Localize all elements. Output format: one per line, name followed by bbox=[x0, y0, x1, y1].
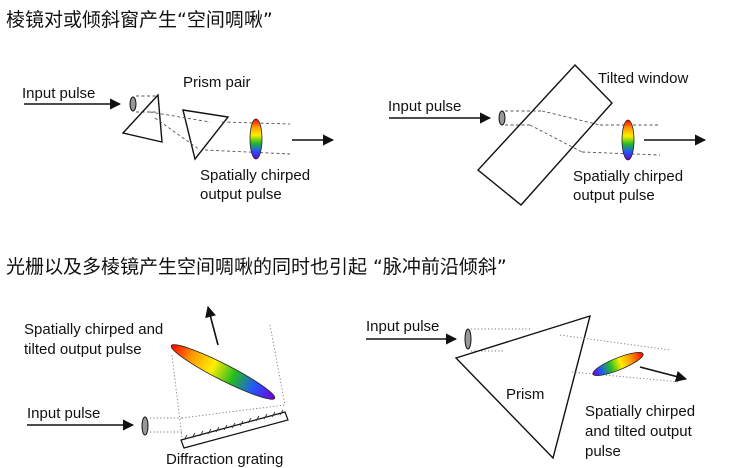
input-pulse-label: Input pulse bbox=[22, 85, 95, 102]
prism-pair-label: Prism pair bbox=[183, 74, 251, 91]
beam-line bbox=[541, 110, 601, 126]
input-pulse-disc bbox=[464, 328, 472, 350]
prism-label: Prism bbox=[506, 386, 544, 403]
grating-grooves bbox=[183, 409, 284, 441]
output-label: output pulse bbox=[573, 187, 655, 204]
output-label: tilted output pulse bbox=[24, 341, 142, 358]
beam-line bbox=[181, 404, 286, 419]
beam-line bbox=[581, 151, 661, 156]
tilted-window-label: Tilted window bbox=[598, 70, 688, 87]
input-pulse-label: Input pulse bbox=[388, 98, 461, 115]
chirped-tilted-pulse bbox=[170, 344, 276, 400]
output-label: Spatially chirped and bbox=[24, 321, 163, 338]
panel-grating: Spatially chirped and tilted output puls… bbox=[24, 305, 289, 468]
prism bbox=[454, 314, 591, 460]
prism-2 bbox=[182, 109, 230, 161]
diffraction-grating bbox=[180, 411, 289, 449]
output-label: Spatially chirped bbox=[200, 167, 310, 184]
input-pulse-label: Input pulse bbox=[366, 318, 439, 335]
caption-top: 棱镜对或倾斜窗产生“空间啁啾” bbox=[6, 9, 273, 31]
chirped-pulse bbox=[249, 118, 263, 160]
beam-line bbox=[571, 371, 681, 383]
input-pulse-label: Input pulse bbox=[27, 405, 100, 422]
diffracted-direction-arrow bbox=[205, 305, 219, 346]
panel-prism: Input pulse Prism Spatially chirped and … bbox=[366, 314, 695, 460]
chirped-tilted-pulse bbox=[592, 352, 644, 376]
input-pulse-disc bbox=[129, 96, 137, 112]
output-arrow bbox=[639, 366, 688, 382]
caption-bottom: 光栅以及多棱镜产生空间啁啾的同时也引起 “脉冲前沿倾斜” bbox=[6, 256, 507, 278]
panel-prism-pair: Input pulse Prism pair Spatially chirped… bbox=[22, 74, 335, 203]
output-label: Spatially chirped bbox=[585, 403, 695, 420]
output-label: and tilted output bbox=[585, 423, 693, 440]
output-label: Spatially chirped bbox=[573, 168, 683, 185]
prism-1 bbox=[121, 93, 163, 143]
tilted-window bbox=[476, 63, 613, 206]
beam-line bbox=[149, 111, 211, 123]
output-label: output pulse bbox=[200, 186, 282, 203]
output-label: pulse bbox=[585, 443, 621, 460]
chirped-pulse bbox=[621, 119, 635, 161]
beam-line bbox=[171, 354, 183, 439]
panel-tilted-window: Input pulse Tilted window Spatially chir… bbox=[388, 63, 707, 206]
grating-label: Diffraction grating bbox=[166, 451, 283, 468]
beam-line bbox=[154, 117, 201, 151]
input-pulse-disc bbox=[498, 110, 506, 126]
beam-line bbox=[204, 149, 291, 155]
input-pulse-disc bbox=[141, 416, 149, 436]
beam-line bbox=[559, 334, 671, 351]
beam-line bbox=[529, 124, 583, 153]
beam-line bbox=[269, 324, 286, 406]
